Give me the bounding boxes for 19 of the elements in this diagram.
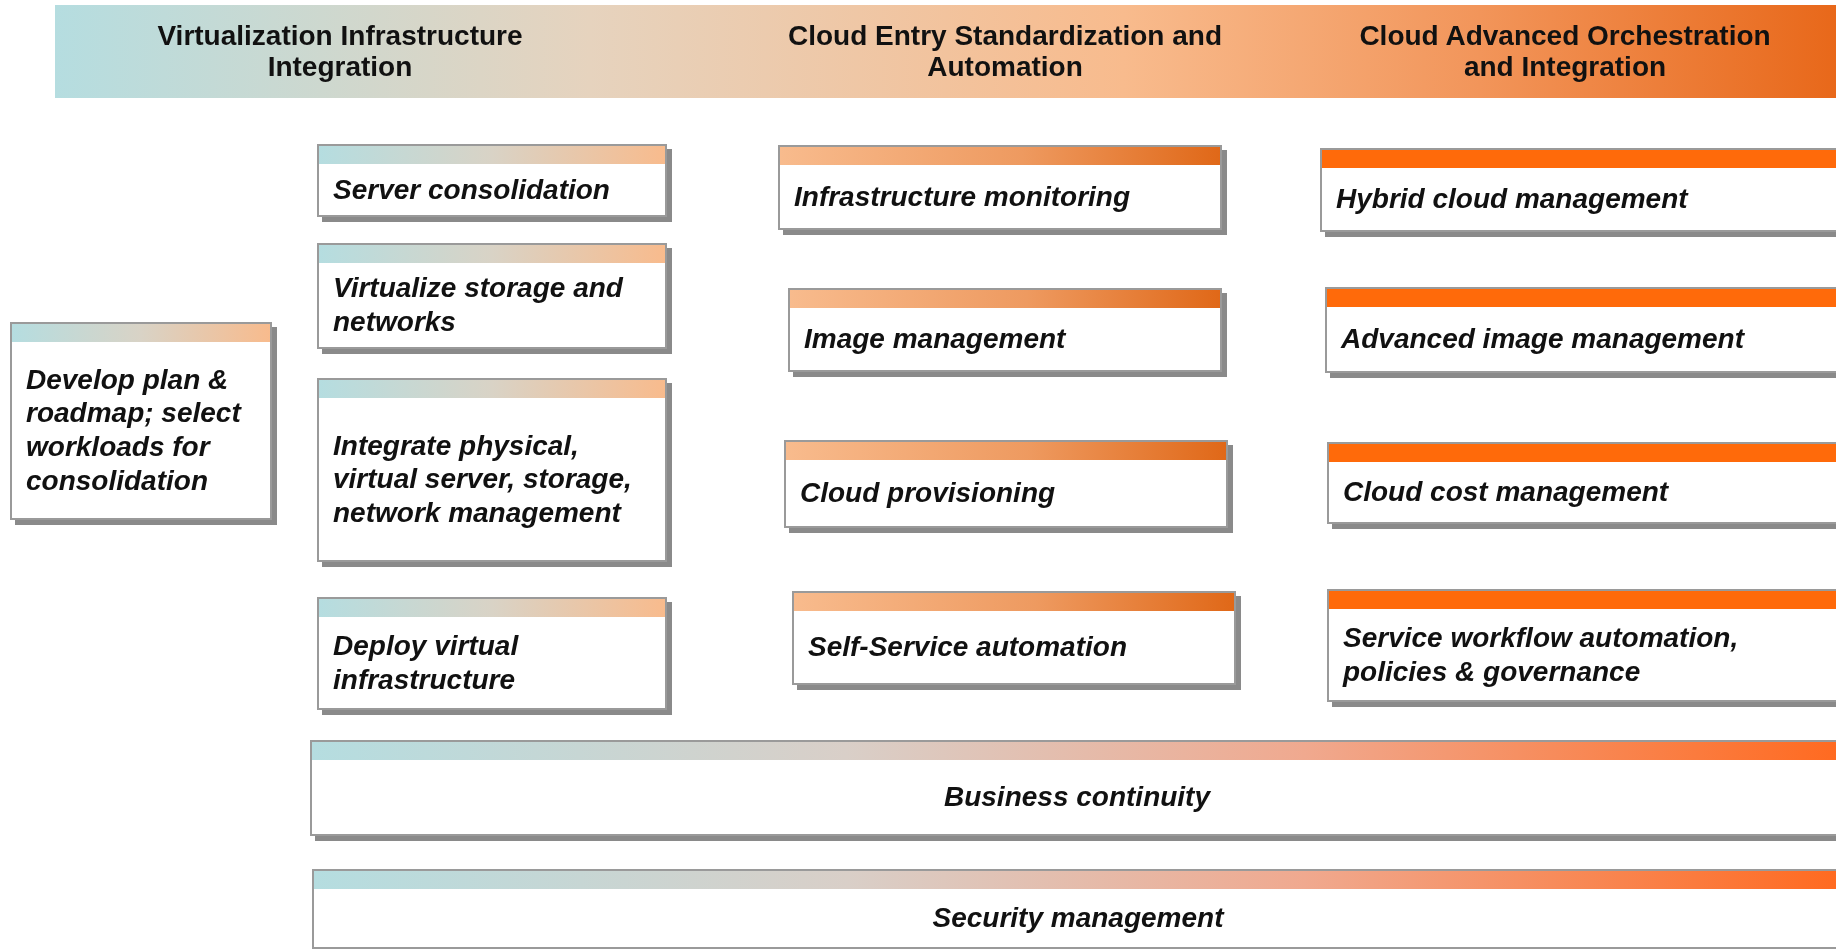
box-label: Develop plan & roadmap; select workloads for consolidation bbox=[26, 362, 243, 498]
box-label: Advanced image management bbox=[1341, 322, 1745, 356]
box-label: Business continuity bbox=[943, 780, 1210, 814]
box-label: Image management bbox=[804, 322, 1066, 356]
box-label: Hybrid cloud management bbox=[1336, 182, 1688, 216]
column-heading: Cloud Advanced Orchestration and Integration bbox=[1358, 20, 1772, 83]
box-label: Cloud cost management bbox=[1343, 475, 1669, 509]
process-box bbox=[312, 869, 1836, 949]
box-label: Service workflow automation, policies & governance bbox=[1343, 620, 1740, 689]
column-heading: Virtualization Infrastructure Integration bbox=[156, 20, 524, 83]
box-label: Cloud provisioning bbox=[800, 476, 1056, 510]
box-label: Server consolidation bbox=[333, 172, 610, 207]
column-heading: Cloud Entry Standardization and Automation bbox=[787, 20, 1223, 83]
box-label: Deploy virtual infrastructure bbox=[333, 628, 520, 697]
box-label: Integrate physical, virtual server, storage, network management bbox=[333, 428, 633, 530]
box-label: Self-Service automation bbox=[808, 630, 1127, 664]
box-label: Security management bbox=[932, 901, 1224, 935]
box-label: Infrastructure monitoring bbox=[794, 179, 1130, 214]
box-label: Virtualize storage and networks bbox=[333, 271, 625, 339]
